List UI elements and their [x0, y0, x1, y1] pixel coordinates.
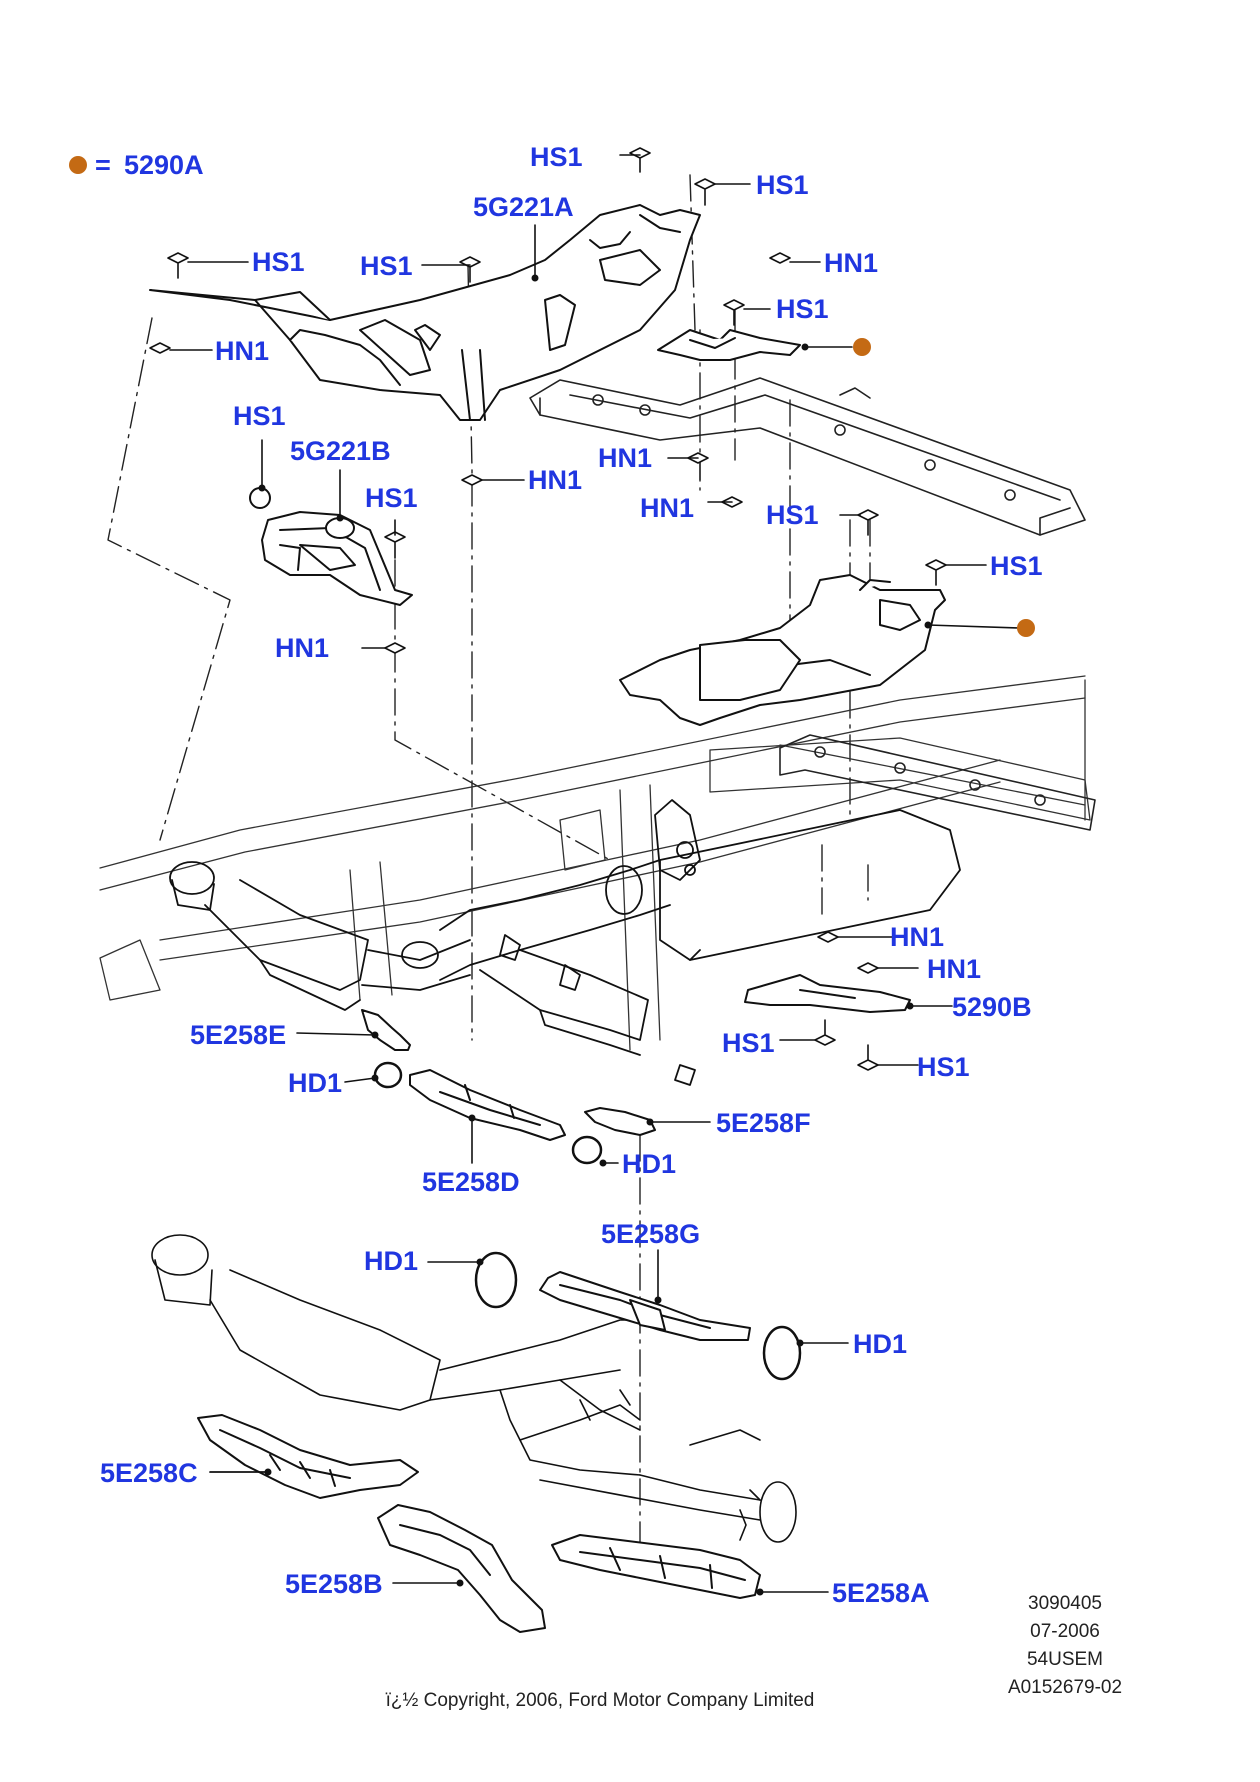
callout-hs1-lower-left: HS1	[722, 1028, 775, 1058]
callout-hs1-top: HS1	[530, 142, 583, 172]
callout-hs1-left: HS1	[252, 247, 305, 277]
heat-shield-5E258A	[551, 1534, 761, 1599]
callout-hn1-crossmember-a: HN1	[598, 443, 652, 473]
callout-hn1-lower-a: HN1	[890, 922, 944, 952]
callout-hd1-left: HD1	[288, 1068, 342, 1098]
marker-5290A-upper-icon	[853, 338, 871, 356]
stamp-date: 07-2006	[1030, 1621, 1100, 1642]
marker-5290A-lower-icon	[1017, 619, 1035, 637]
callout-5G221A: 5G221A	[473, 192, 574, 222]
callout-hs1-top-right: HS1	[756, 170, 809, 200]
callout-hd1-detail-right: HD1	[853, 1329, 907, 1359]
callout-hs1-shield-right: HS1	[990, 551, 1043, 581]
heat-shield-5E258F	[584, 1107, 656, 1136]
leader-lines	[169, 154, 1021, 1593]
callout-hs1-lower-right: HS1	[917, 1052, 970, 1082]
heat-shield-5E258D	[409, 1069, 566, 1141]
callout-hn1-crossmember-b: HN1	[640, 493, 694, 523]
callout-5G221B: 5G221B	[290, 436, 391, 466]
callout-hn1-mid: HN1	[528, 465, 582, 495]
washer-icon	[249, 487, 271, 509]
callout-hd1-right: HD1	[622, 1149, 676, 1179]
callout-hn1-5g221b: HN1	[275, 633, 329, 663]
callout-hs1-5g221b-b: HS1	[365, 483, 418, 513]
callout-hs1-mid: HS1	[360, 251, 413, 281]
callout-hn1-left: HN1	[215, 336, 269, 366]
leader-dots	[258, 274, 932, 1596]
heat-shield-5E258B	[377, 1504, 546, 1633]
heat-shield-5G221A	[149, 204, 701, 421]
stamp-code: 54USEM	[1026, 1649, 1104, 1670]
callout-5E258A: 5E258A	[832, 1578, 930, 1608]
stamp-number: 3090405	[1028, 1593, 1102, 1614]
callout-5E258C: 5E258C	[100, 1458, 198, 1488]
callout-hs1-shield-left: HS1	[766, 500, 819, 530]
lower-crossmember	[779, 734, 1096, 831]
rear-crossmember	[529, 377, 1086, 536]
drawing-stamp: 3090405 07-2006 54USEM A0152679-02	[985, 1590, 1145, 1702]
clamps-hd1-detail	[474, 1251, 802, 1381]
exhaust-system-main	[169, 799, 961, 1086]
callout-hd1-detail-left: HD1	[364, 1246, 418, 1276]
legend-equals: =	[95, 150, 111, 180]
callout-hs1-5g221b: HS1	[233, 401, 286, 431]
legend-part-5290A: 5290A	[124, 150, 204, 180]
exhaust-system-detail	[151, 1234, 797, 1543]
copyright-notice: ï¿½ Copyright, 2006, Ford Motor Company …	[385, 1690, 815, 1711]
heat-shield-5G221B	[261, 511, 413, 606]
clamps-hd1-main	[373, 1061, 603, 1165]
stamp-reference: A0152679-02	[1007, 1677, 1123, 1698]
heat-shield-5E258C	[197, 1414, 419, 1499]
heat-shield-5290A-lower	[619, 574, 946, 726]
callout-5E258F: 5E258F	[716, 1108, 811, 1138]
heat-shield-5290A-upper	[657, 329, 801, 361]
callout-5E258G: 5E258G	[601, 1219, 700, 1249]
vehicle-frame	[99, 675, 1091, 1051]
heat-shield-5290B	[744, 974, 911, 1013]
callout-hs1-bracket: HS1	[776, 294, 829, 324]
callout-5E258B: 5E258B	[285, 1569, 383, 1599]
callout-hn1-right-top: HN1	[824, 248, 878, 278]
heat-shield-5E258E	[361, 1009, 411, 1051]
heat-shield-5E258G	[539, 1271, 751, 1341]
callout-5290B: 5290B	[952, 992, 1032, 1022]
legend-orange-dot-icon	[69, 156, 87, 174]
callout-5E258D: 5E258D	[422, 1167, 520, 1197]
callout-5E258E: 5E258E	[190, 1020, 286, 1050]
callout-hn1-lower-b: HN1	[927, 954, 981, 984]
